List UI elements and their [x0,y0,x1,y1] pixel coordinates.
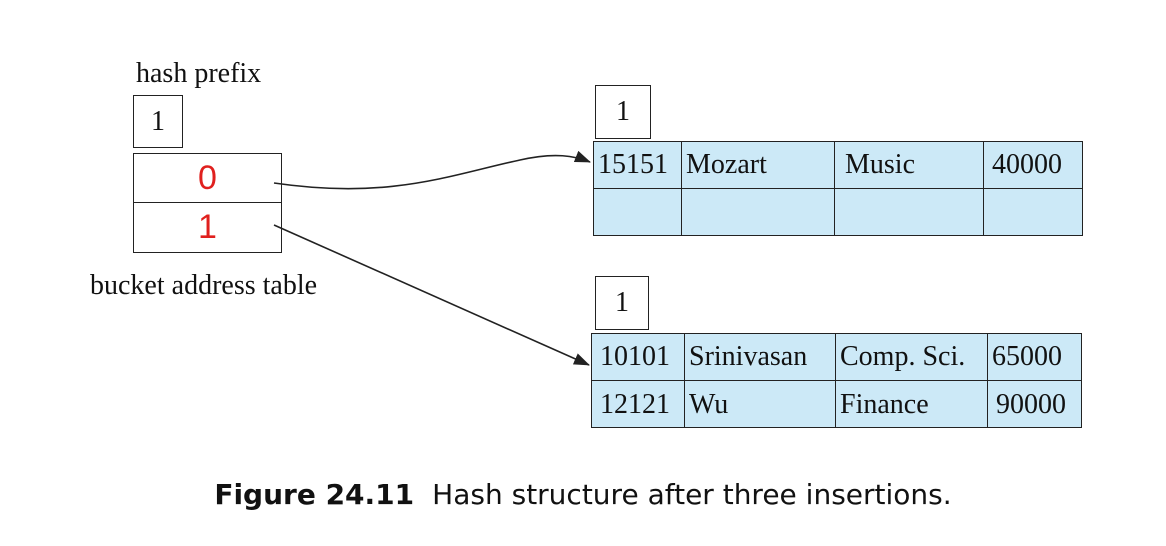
bucket-1-record-0-id: 10101 [600,341,670,372]
figure-caption-text: Hash structure after three insertions. [432,478,952,511]
bucket-1-record-1-salary: 90000 [996,388,1066,420]
bucket-1-col-divider [684,334,685,427]
bucket-0-local-depth: 1 [595,85,651,139]
bucket-0: 15151 Mozart Music 40000 [593,141,1083,236]
figure-number: Figure 24.11 [214,478,415,511]
bucket-0-col-divider [834,142,835,235]
bucket-1-record-1-dept: Finance [840,388,929,420]
bucket-1-record-0-name: Srinivasan [689,341,808,372]
hash-prefix-box: 1 [133,95,183,148]
hash-prefix-label: hash prefix [136,58,262,89]
pointer-arrow-entry-1 [273,224,590,366]
bucket-address-table-label: bucket address table [90,270,318,301]
figure-caption: Figure 24.11 Hash structure after three i… [0,478,1166,511]
bucket-1-row-divider [592,380,1081,381]
bucket-1-record-1-name: Wu [689,388,729,420]
bucket-1-local-depth: 1 [595,276,649,330]
bucket-0-col-divider [681,142,682,235]
bucket-0-record-0-salary: 40000 [992,149,1062,180]
bucket-1-record-1-id: 12121 [600,388,670,420]
bucket-1-record-0-salary: 65000 [992,341,1062,372]
bucket-1-col-divider [987,334,988,427]
bucket-1-col-divider [835,334,836,427]
bucket-0-row-divider [594,188,1082,189]
bucket-address-entry-0: 0 [134,154,281,203]
bucket-1: 10101 Srinivasan Comp. Sci. 65000 12121 … [591,333,1082,428]
pointer-arrow-entry-0 [273,150,591,190]
bucket-0-col-divider [983,142,984,235]
bucket-1-record-0-dept: Comp. Sci. [840,341,966,372]
bucket-0-record-0-dept: Music [845,149,915,180]
bucket-0-record-0-name: Mozart [686,149,767,180]
bucket-0-record-0-id: 15151 [598,149,668,180]
bucket-address-table: 0 1 [133,153,282,253]
bucket-address-entry-1: 1 [198,208,217,246]
